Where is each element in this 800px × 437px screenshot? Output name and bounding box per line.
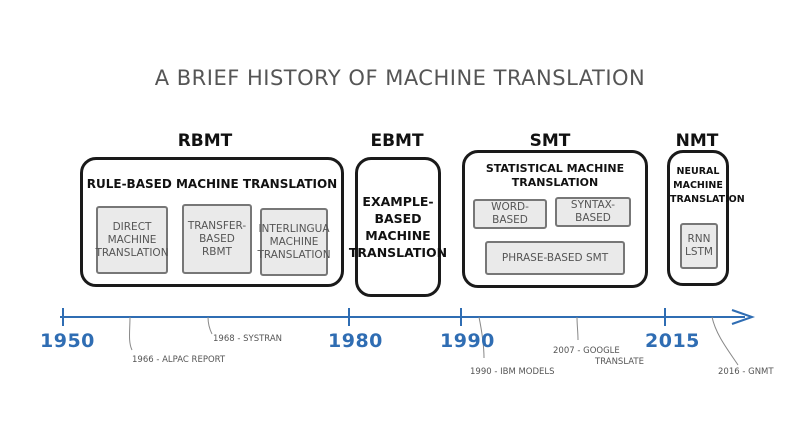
timeline-arrow-head (731, 309, 756, 325)
event-systran: 1968 - SYSTRAN (213, 334, 283, 344)
rbmt-item-transfer: TRANSFER- BASED RBMT (182, 204, 252, 274)
event-alpac-report: 1966 - ALPAC REPORT (132, 355, 226, 365)
nmt-box: NEURAL MACHINE TRANSLATION RNN LSTM (667, 150, 745, 286)
rbmt-item-direct: DIRECT MACHINE TRANSLATION (95, 206, 169, 274)
smt-item-syntax-based: SYNTAX-BASED (555, 197, 631, 227)
connector-2016 (711, 316, 739, 366)
rbmt-label: RBMT (177, 131, 233, 151)
event-google-translate-2: TRANSLATE (595, 357, 644, 367)
rbmt-heading: RULE-BASED MACHINE TRANSLATION (86, 177, 338, 191)
rbmt-box: RULE-BASED MACHINE TRANSLATION DIRECT MA… (80, 157, 344, 287)
rbmt-item-interlingua: INTERLINGUA MACHINE TRANSLATION (257, 208, 331, 276)
page-title: A BRIEF HISTORY OF MACHINE TRANSLATION (154, 66, 646, 90)
nmt-item-rnn-lstm: RNN LSTM (680, 223, 718, 269)
event-ibm-models: 1990 - IBM MODELS (470, 367, 555, 377)
ebmt-box: EXAMPLE- BASED MACHINE TRANSLATION (349, 157, 447, 297)
year-2015: 2015 (645, 330, 700, 352)
smt-item-word-based: WORD-BASED (473, 199, 547, 229)
year-1990: 1990 (440, 330, 495, 352)
event-google-translate-1: 2007 - GOOGLE (553, 346, 620, 356)
connector-1968 (207, 316, 213, 335)
ebmt-label: EBMT (370, 131, 424, 151)
nmt-label: NMT (675, 131, 719, 151)
connector-1966 (129, 316, 133, 351)
ebmt-text: EXAMPLE- BASED MACHINE TRANSLATION (348, 194, 448, 260)
nmt-heading: NEURAL MACHINE TRANSLATION (670, 166, 745, 205)
connector-2007 (576, 316, 579, 341)
year-1980: 1980 (328, 330, 383, 352)
smt-item-phrase-based: PHRASE-BASED SMT (485, 241, 625, 275)
smt-label: SMT (529, 131, 571, 151)
event-gnmt: 2016 - GNMT (718, 367, 774, 377)
connector-1990 (478, 316, 485, 359)
smt-box: STATISTICAL MACHINE TRANSLATION WORD-BAS… (462, 150, 648, 288)
year-1950: 1950 (40, 330, 95, 352)
smt-heading: STATISTICAL MACHINE TRANSLATION (485, 162, 625, 189)
